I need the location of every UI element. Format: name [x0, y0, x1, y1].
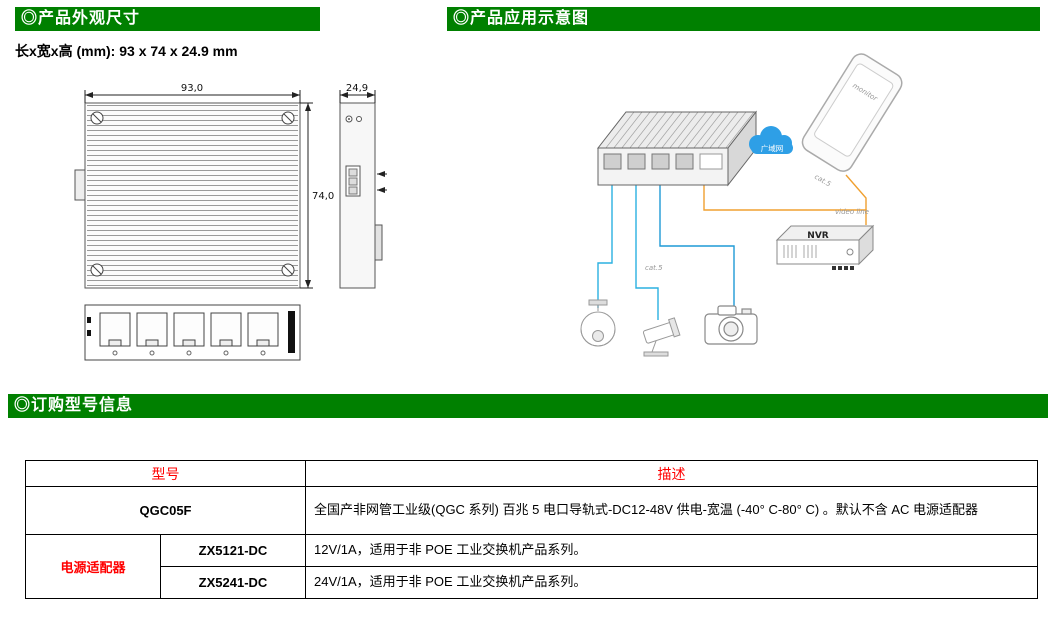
desc-cell-zx5241: 24V/1A，适用于非 POE 工业交换机产品系列。	[305, 566, 1038, 599]
col-header-model: 型号	[25, 460, 306, 487]
table-row: 电源适配器 ZX5121-DC 12V/1A，适用于非 POE 工业交换机产品系…	[25, 534, 1038, 599]
cable-lines	[597, 145, 867, 320]
monitor-device: monitor	[801, 53, 903, 172]
height-dimension	[300, 102, 313, 289]
switch-device	[596, 110, 758, 187]
cat5-label-left: cat.5	[645, 264, 663, 272]
section-title-ordering: ◎订购型号信息	[14, 397, 134, 414]
model-cell-zx5241: ZX5241-DC	[160, 566, 306, 599]
section-header-ordering: ◎订购型号信息	[8, 394, 1048, 418]
cat5-label-top: cat.5	[813, 173, 833, 189]
ordering-table: 型号 描述 QGC05F 全国产非网管工业级(QGC 系列) 百兆 5 电口导轨…	[25, 460, 1038, 599]
application-diagram: 广域网 monitor cat.5 video line	[580, 53, 903, 357]
wan-label: 广域网	[761, 143, 784, 153]
depth-dimension	[339, 90, 376, 103]
side-view-drawing: 24,9	[339, 83, 387, 289]
dome-camera-icon	[580, 299, 616, 347]
table-row: ZX5241-DC 24V/1A，适用于非 POE 工业交换机产品系列。	[26, 566, 1038, 599]
desc-cell-qgc05f: 全国产非网管工业级(QGC 系列) 百兆 5 电口导轨式-DC12-48V 供电…	[305, 486, 1038, 535]
nvr-device: NVR	[775, 224, 875, 270]
desc-cell-zx5121: 12V/1A，适用于非 POE 工业交换机产品系列。	[305, 534, 1038, 567]
dim-width-label: 93,0	[181, 83, 203, 94]
switch-port-icon	[603, 153, 694, 170]
rj45-port-icon	[99, 312, 279, 347]
section-title-dimensions: ◎产品外观尺寸	[21, 10, 141, 27]
din-clip	[374, 224, 383, 261]
video-line-label: video line	[835, 208, 869, 216]
section-title-application: ◎产品应用示意图	[453, 10, 590, 27]
width-dimension	[84, 90, 301, 103]
dimension-drawings: 93,0 74,0	[74, 83, 387, 361]
dim-depth-label: 24,9	[346, 83, 368, 94]
col-header-description: 描述	[305, 460, 1038, 487]
port-view-drawing	[84, 304, 301, 361]
table-row: QGC05F 全国产非网管工业级(QGC 系列) 百兆 5 电口导轨式-DC12…	[25, 486, 1038, 535]
table-header-row: 型号 描述	[25, 460, 1038, 487]
wan-cloud-icon: 广域网	[749, 126, 793, 154]
nvr-label: NVR	[807, 231, 828, 241]
section-header-application: ◎产品应用示意图	[447, 7, 1040, 31]
bullet-camera-icon	[642, 317, 681, 357]
front-view-drawing: 93,0 74,0	[74, 83, 334, 289]
section-header-dimensions: ◎产品外观尺寸	[15, 7, 320, 31]
port-led-icon	[112, 350, 266, 356]
dim-height-label: 74,0	[312, 191, 334, 202]
din-tab	[74, 169, 86, 201]
model-cell-qgc05f: QGC05F	[25, 486, 306, 535]
side-stripe	[288, 311, 295, 353]
corner-screw-icon	[90, 111, 295, 277]
size-spec-text: 长x宽x高 (mm): 93 x 74 x 24.9 mm	[15, 43, 238, 59]
group-cell-power-adapter: 电源适配器	[25, 534, 161, 599]
dslr-camera-icon	[704, 305, 758, 345]
model-cell-zx5121: ZX5121-DC	[160, 534, 306, 567]
